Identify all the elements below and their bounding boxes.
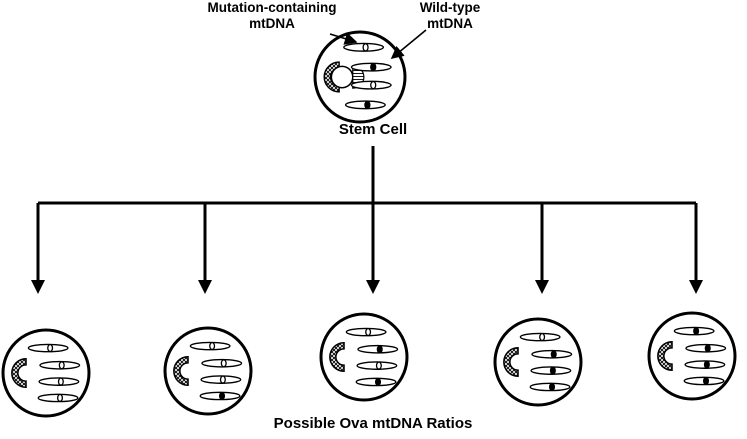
wildtype-label-line1: Wild-type xyxy=(419,0,481,15)
ovum-1-mitochondrion-2 xyxy=(39,360,81,370)
ovum-2-mitochondrion-4 xyxy=(199,391,241,401)
mutant-mtdna-marker xyxy=(47,343,54,353)
mutant-mtdna-marker xyxy=(365,327,372,337)
wildtype-mtdna-marker xyxy=(703,360,710,369)
ova-row xyxy=(1,311,737,418)
wildtype-mtdna-marker xyxy=(693,326,700,336)
mutant-mtdna-marker xyxy=(57,377,64,386)
arrowheads xyxy=(31,280,703,294)
mutant-mtdna-marker xyxy=(375,361,382,370)
arrowhead-1 xyxy=(31,280,45,294)
ovum-4 xyxy=(493,317,583,407)
ovum-4-mitochondrion-2 xyxy=(531,349,573,359)
arrowhead-2 xyxy=(198,280,212,294)
arrowhead-4 xyxy=(535,280,549,294)
stem-cell-label: Stem Cell xyxy=(338,121,408,138)
ovum-4-mitochondrion-4 xyxy=(529,382,571,392)
ovum-3-mitochondrion-1 xyxy=(345,327,387,337)
wildtype-mtdna-marker xyxy=(549,382,556,392)
stem-cell-body-mitochondrion-1 xyxy=(343,42,385,52)
mutant-mtdna-marker xyxy=(539,332,546,342)
ova-ratios-label: Possible Ova mtDNA Ratios xyxy=(273,415,473,432)
mutation-label-line1: Mutation-containing xyxy=(207,0,337,15)
ovum-3 xyxy=(319,312,409,402)
stem-cell-body xyxy=(313,30,407,124)
mutant-mtdna-marker xyxy=(220,359,227,368)
mutation-mtdna-label: Mutation-containing mtDNA xyxy=(182,0,362,32)
ovum-1-mitochondrion-3 xyxy=(38,377,80,386)
mutant-mtdna-marker xyxy=(58,361,65,370)
ovum-3-mitochondrion-3 xyxy=(356,361,398,370)
wildtype-mtdna-marker xyxy=(550,350,557,359)
wildtype-mtdna-marker xyxy=(704,344,711,353)
ovum-4-nucleus xyxy=(503,347,519,377)
ovum-5-mitochondrion-4 xyxy=(683,376,725,386)
arrowhead-5 xyxy=(689,280,703,294)
ovum-4-mitochondrion-3 xyxy=(530,366,572,375)
stem-cell xyxy=(313,30,407,124)
mutant-mtdna-marker xyxy=(362,43,369,52)
wildtype-mtdna-marker xyxy=(375,377,382,387)
ovum-3-mitochondrion-4 xyxy=(355,377,397,387)
ovum-2-nucleus xyxy=(173,356,189,386)
ovum-3-mitochondrion-2 xyxy=(357,344,399,354)
mutation-pointer-arrow xyxy=(329,32,358,45)
wildtype-mtdna-marker xyxy=(549,366,556,375)
branch-lines xyxy=(36,146,698,282)
wildtype-pointer-arrow xyxy=(390,29,427,60)
mutant-mtdna-marker xyxy=(219,375,226,384)
ovum-2-mitochondrion-3 xyxy=(200,375,242,384)
wildtype-mtdna-marker xyxy=(370,62,377,72)
ovum-5-mitochondrion-3 xyxy=(684,360,726,369)
wildtype-mtdna-marker xyxy=(376,345,383,354)
wildtype-mtdna-marker xyxy=(364,100,371,110)
mutation-label-line2: mtDNA xyxy=(249,16,295,31)
wildtype-mtdna-label: Wild-type mtDNA xyxy=(410,0,490,32)
wildtype-label-line2: mtDNA xyxy=(427,16,473,31)
ovum-2 xyxy=(163,326,253,416)
ovum-1-mitochondrion-4 xyxy=(37,393,79,403)
ovum-4-mitochondrion-1 xyxy=(519,332,561,342)
ovum-3-nucleus xyxy=(329,342,345,372)
mutant-mtdna-marker xyxy=(209,341,216,351)
ovum-2-mitochondrion-2 xyxy=(201,358,243,368)
wildtype-mtdna-marker xyxy=(219,391,226,401)
ovum-5-mitochondrion-2 xyxy=(685,343,727,353)
ovum-1-mitochondrion-1 xyxy=(27,343,69,353)
stem-cell-body-mitochondrion-3 xyxy=(350,80,392,90)
ovum-2-mitochondrion-1 xyxy=(189,341,231,351)
wildtype-mtdna-marker xyxy=(703,376,710,386)
ovum-5-mitochondrion-1 xyxy=(673,326,715,336)
ovum-5 xyxy=(647,311,737,401)
mutant-mtdna-marker xyxy=(370,80,377,90)
arrowhead-3 xyxy=(366,280,380,294)
ovum-1-nucleus xyxy=(11,358,27,388)
mutant-mtdna-marker xyxy=(57,393,64,403)
stem-cell-body-mitochondrion-4 xyxy=(344,100,386,110)
ovum-5-nucleus xyxy=(657,341,673,371)
stem-cell-body-mitochondrion-2 xyxy=(350,62,392,72)
ovum-1 xyxy=(1,328,91,418)
stem-cell-body-nucleolus xyxy=(330,65,354,89)
